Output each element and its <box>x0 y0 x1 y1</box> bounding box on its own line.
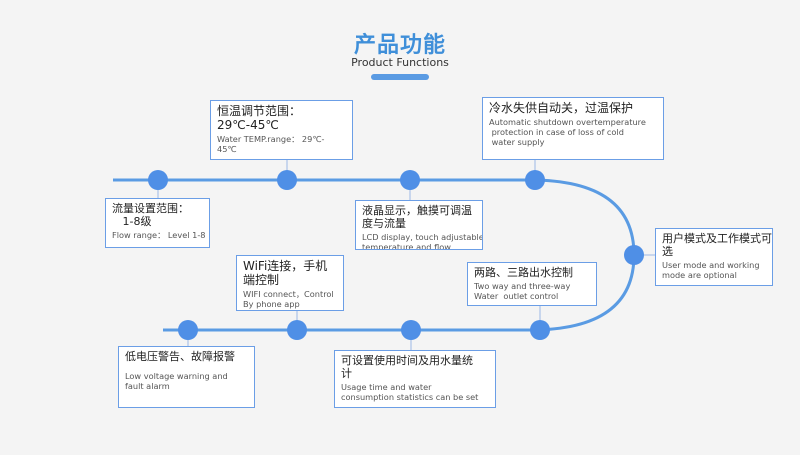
feature-description: Water TEMP.range： 29℃- 45℃ <box>217 134 325 154</box>
feature-box-outlet-control: 两路、三路出水控制 Two way and three-way Water ou… <box>467 262 597 306</box>
feature-description: User mode and working mode are optional <box>662 260 760 280</box>
timeline-node <box>287 320 307 340</box>
feature-box-usage-statistics: 可设置使用时间及用水量统 计 Usage time and water cons… <box>334 350 496 408</box>
feature-title: 两路、三路出水控制 <box>474 266 573 279</box>
feature-title: 流量设置范围： 1-8级 <box>112 202 189 228</box>
timeline-node <box>525 170 545 190</box>
feature-box-low-voltage-warning: 低电压警告、故障报警 Low voltage warning and fault… <box>118 346 255 408</box>
timeline-node <box>178 320 198 340</box>
page-subtitle: Product Functions <box>351 56 449 69</box>
feature-title: 可设置使用时间及用水量统 计 <box>341 354 473 380</box>
title-underline <box>371 74 429 80</box>
page-title: 产品功能 <box>353 33 446 58</box>
feature-box-lcd-display: 液晶显示，触摸可调温 度与流量 LCD display, touch adjus… <box>355 200 483 250</box>
timeline-node <box>277 170 297 190</box>
timeline-node <box>624 245 644 265</box>
feature-title: 低电压警告、故障报警 <box>125 350 235 363</box>
timeline-node <box>148 170 168 190</box>
feature-box-flow-range: 流量设置范围： 1-8级 Flow range： Level 1-8 <box>105 198 210 248</box>
feature-description: Flow range： Level 1-8 <box>112 230 206 240</box>
feature-description: Automatic shutdown overtemperature prote… <box>489 117 646 147</box>
feature-box-wifi-control: WiFi连接，手机 端控制 WIFI connect，Control By ph… <box>236 255 344 311</box>
feature-box-user-mode: 用户模式及工作模式可 选 User mode and working mode … <box>655 228 773 286</box>
feature-title: 冷水失供自动关，过温保护 <box>489 101 634 115</box>
timeline-node <box>401 320 421 340</box>
timeline-node <box>400 170 420 190</box>
feature-description: Two way and three-way Water outlet contr… <box>474 281 571 301</box>
timeline-node <box>530 320 550 340</box>
feature-title: 恒温调节范围： 29℃-45℃ <box>217 104 302 132</box>
feature-description: Low voltage warning and fault alarm <box>125 371 228 391</box>
feature-description: Usage time and water consumption statist… <box>341 382 479 402</box>
feature-description: WIFI connect，Control By phone app <box>243 289 334 309</box>
feature-title: 液晶显示，触摸可调温 度与流量 <box>362 204 472 230</box>
feature-title: WiFi连接，手机 端控制 <box>243 259 328 287</box>
feature-description: LCD display, touch adjustable temperatur… <box>362 232 483 250</box>
feature-box-auto-shutdown: 冷水失供自动关，过温保护 Automatic shutdown overtemp… <box>482 97 664 160</box>
feature-box-temperature-range: 恒温调节范围： 29℃-45℃ Water TEMP.range： 29℃- 4… <box>210 100 353 160</box>
feature-title: 用户模式及工作模式可 选 <box>662 232 772 258</box>
